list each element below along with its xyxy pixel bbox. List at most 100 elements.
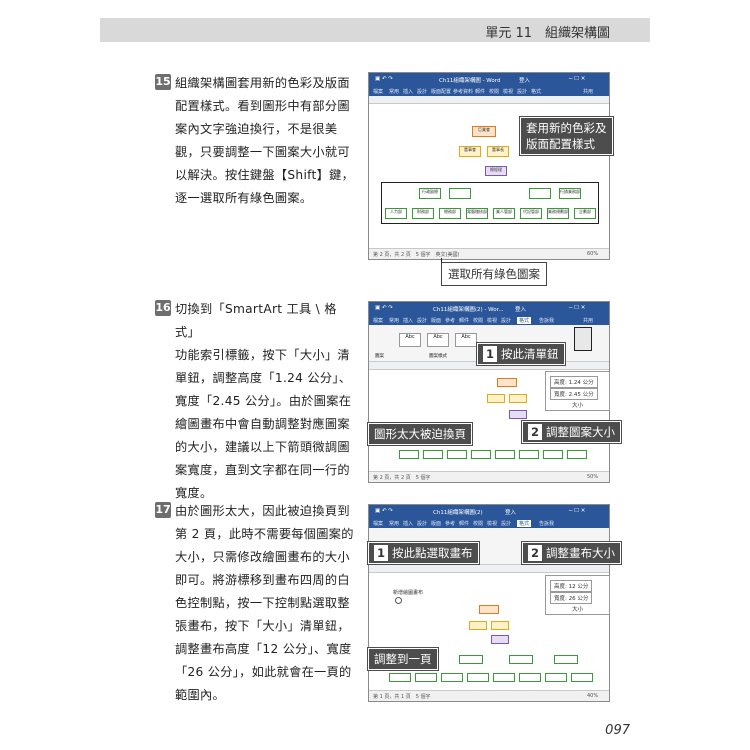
user-label[interactable]: 登入 — [519, 78, 531, 84]
height-input[interactable]: 高度: 1.24 公分 — [550, 376, 598, 388]
tab-mailings[interactable]: 郵件 — [459, 318, 470, 324]
org-leaf-7[interactable] — [543, 450, 563, 459]
org-leaf-7[interactable]: 業務規劃部 — [547, 208, 569, 219]
org-leaf-8[interactable] — [571, 673, 593, 682]
org-leaf-8[interactable] — [567, 450, 587, 459]
zoom-level[interactable]: 40% — [587, 693, 599, 699]
org-box-chairman[interactable] — [509, 394, 527, 403]
tab-home[interactable]: 常用 — [389, 89, 400, 95]
shape-style-2[interactable]: Abc — [427, 333, 449, 347]
shape-style-3[interactable]: Abc — [455, 333, 477, 347]
tab-design[interactable]: 設計 — [417, 89, 428, 95]
org-leaf-7[interactable] — [545, 673, 567, 682]
org-box-tier-3[interactable] — [529, 188, 551, 199]
tab-insert[interactable]: 插入 — [403, 318, 414, 324]
org-box-tier-1[interactable]: 行政副總 — [419, 188, 441, 199]
tell-me-search[interactable]: 告訴我 — [539, 318, 555, 324]
save-icon[interactable]: ▣ ↶ ↷ — [375, 508, 393, 514]
shape-style-1[interactable]: Abc — [399, 333, 421, 347]
user-label[interactable]: 登入 — [505, 510, 517, 516]
org-leaf-2[interactable] — [423, 450, 443, 459]
org-leaf-4[interactable]: 電腦稽核部 — [466, 208, 488, 219]
tab-mailings[interactable]: 郵件 — [459, 521, 470, 527]
tab-view[interactable]: 檢視 — [487, 318, 498, 324]
user-label[interactable]: 登入 — [515, 307, 527, 313]
window-controls-icon[interactable]: ─ ☐ ✕ — [569, 305, 586, 311]
tab-layout[interactable]: 版面 — [431, 318, 442, 324]
tab-view[interactable]: 檢視 — [487, 521, 498, 527]
tab-file[interactable]: 檔案 — [373, 318, 384, 324]
tab-mailings[interactable]: 郵件 — [475, 89, 486, 95]
org-box-board[interactable] — [487, 394, 505, 403]
org-leaf-3[interactable] — [447, 450, 467, 459]
tab-review[interactable]: 校閱 — [473, 521, 484, 527]
org-leaf-5[interactable] — [493, 673, 515, 682]
share-button[interactable]: 共用 — [583, 318, 594, 324]
tab-format[interactable]: 格式 — [517, 520, 532, 527]
canvas-width-input[interactable]: 寬度: 26 公分 — [550, 592, 593, 604]
org-box-chairman[interactable]: 董事長 — [487, 146, 509, 157]
save-icon[interactable]: ▣ ↶ ↷ — [375, 76, 393, 82]
org-tier-3[interactable] — [509, 655, 533, 664]
tab-format[interactable]: 格式 — [531, 89, 542, 95]
tab-review[interactable]: 校閱 — [473, 318, 484, 324]
org-leaf-1[interactable]: 人力部 — [385, 208, 407, 219]
size-dropdown-button[interactable] — [574, 327, 592, 351]
zoom-level[interactable]: 60% — [587, 251, 599, 257]
org-leaf-4[interactable] — [467, 673, 489, 682]
org-tier-4[interactable] — [554, 655, 578, 664]
org-box-top[interactable] — [497, 378, 517, 387]
org-leaf-5[interactable]: 業人管部 — [493, 208, 515, 219]
org-leaf-6[interactable] — [519, 450, 539, 459]
org-box-tier-2[interactable] — [449, 188, 471, 199]
canvas-handle-icon[interactable] — [395, 597, 402, 604]
org-box-top[interactable] — [479, 605, 499, 614]
org-leaf-6[interactable] — [519, 673, 541, 682]
window-controls-icon[interactable]: ─ ☐ ✕ — [569, 76, 586, 82]
tab-insert[interactable]: 插入 — [403, 89, 414, 95]
org-box-gm[interactable] — [509, 410, 527, 419]
tab-references[interactable]: 參考資料 — [453, 89, 474, 95]
tab-insert[interactable]: 插入 — [403, 521, 414, 527]
org-leaf-5[interactable] — [495, 450, 515, 459]
tab-view[interactable]: 檢視 — [503, 89, 514, 95]
window-controls-icon[interactable]: ─ ☐ ✕ — [569, 508, 586, 514]
tab-layout[interactable]: 版面 — [431, 521, 442, 527]
tab-layout[interactable]: 版面配置 — [431, 89, 452, 95]
tab-design[interactable]: 設計 — [417, 521, 428, 527]
tab-file[interactable]: 檔案 — [373, 521, 384, 527]
tab-file[interactable]: 檔案 — [373, 89, 384, 95]
org-leaf-4[interactable] — [471, 450, 491, 459]
tab-references[interactable]: 參考 — [445, 521, 456, 527]
org-box-chairman[interactable] — [491, 621, 509, 630]
org-leaf-3[interactable] — [441, 673, 463, 682]
org-box-board[interactable] — [469, 621, 487, 630]
tab-home[interactable]: 常用 — [389, 521, 400, 527]
save-icon[interactable]: ▣ ↶ ↷ — [375, 305, 393, 311]
org-box-tier-4[interactable]: 行銷業務部 — [559, 188, 581, 199]
org-leaf-6[interactable]: 代記管部 — [520, 208, 542, 219]
width-input[interactable]: 寬度: 2.45 公分 — [550, 388, 598, 400]
org-leaf-2[interactable] — [415, 673, 437, 682]
tab-smartart-design[interactable]: 設計 — [517, 89, 528, 95]
org-leaf-3[interactable]: 總務部 — [439, 208, 461, 219]
zoom-level[interactable]: 50% — [587, 474, 599, 480]
tab-smartart-design[interactable]: 設計 — [501, 318, 512, 324]
org-leaf-2[interactable]: 財務部 — [412, 208, 434, 219]
org-leaf-1[interactable] — [389, 673, 411, 682]
tell-me-search[interactable]: 告訴我 — [539, 521, 555, 527]
tab-references[interactable]: 參考 — [445, 318, 456, 324]
tab-design[interactable]: 設計 — [417, 318, 428, 324]
org-box-gm[interactable] — [491, 635, 509, 644]
org-leaf-1[interactable] — [399, 450, 419, 459]
tab-smartart-design[interactable]: 設計 — [501, 521, 512, 527]
tab-home[interactable]: 常用 — [389, 318, 400, 324]
org-leaf-8[interactable]: 企劃部 — [574, 208, 596, 219]
org-box-gm[interactable]: 總經理 — [485, 166, 507, 176]
org-box-top[interactable]: 巨業會 — [472, 126, 496, 137]
share-button[interactable]: 共用 — [583, 89, 594, 95]
canvas-height-input[interactable]: 高度: 12 公分 — [550, 580, 593, 592]
org-tier-2[interactable] — [459, 655, 483, 664]
tab-review[interactable]: 校閱 — [489, 89, 500, 95]
org-box-board[interactable]: 董事會 — [459, 146, 481, 157]
